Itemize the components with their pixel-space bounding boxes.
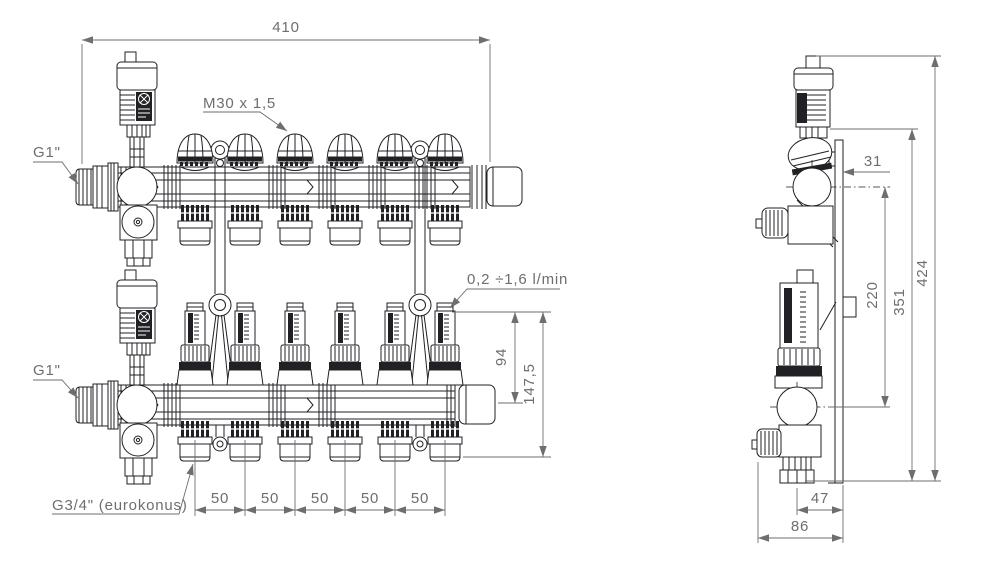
dim-meter-heights: 94 147,5 <box>452 311 551 458</box>
supply-end-assembly <box>75 51 158 267</box>
side-drain-outlet <box>751 424 822 484</box>
side-flow-meter <box>774 269 823 389</box>
label-outlet-thread: G3/4" (eurokonus) <box>52 463 194 515</box>
dim-axes-spacing: 220 <box>828 187 890 408</box>
overall-depth-dim-text: 86 <box>791 518 809 535</box>
meter-to-axis-dim-text: 94 <box>493 348 510 366</box>
side-view: 31 220 351 424 47 86 <box>751 55 941 543</box>
axis-to-wall-dim-text: 31 <box>864 153 882 170</box>
dim-overall-width: 410 <box>81 19 491 164</box>
spacing-dim-5: 50 <box>411 490 429 507</box>
spacing-dim-4: 50 <box>361 490 379 507</box>
side-air-vent <box>793 55 834 139</box>
axes-spacing-dim-text: 220 <box>864 281 881 308</box>
dim-overall-depth: 86 <box>757 462 843 543</box>
dim-axis-to-wall: 31 <box>843 153 890 176</box>
dim-bracket-height: 351 <box>805 128 941 482</box>
side-valve-body <box>755 205 834 245</box>
label-valve-thread: M30 x 1,5 <box>203 95 288 132</box>
return-end-assembly <box>75 269 158 485</box>
spacing-dim-1: 50 <box>211 490 229 507</box>
overall-height-dim-text: 424 <box>914 259 931 286</box>
flow-scale-text: 0,2 ÷1,6 l/min <box>467 271 568 288</box>
dim-outlet-spacing: 50 50 50 50 50 <box>194 440 446 516</box>
supply-thread-text: G1" <box>33 144 61 161</box>
label-flow-scale: 0,2 ÷1,6 l/min <box>449 271 568 309</box>
outlet-to-wall-dim-text: 47 <box>811 490 829 507</box>
dim-overall-height: 424 <box>816 55 941 481</box>
return-bar <box>117 382 496 428</box>
meter-to-outlet-dim-text: 147,5 <box>521 363 538 405</box>
valve-thread-text: M30 x 1,5 <box>203 95 276 112</box>
label-return-thread: G1" <box>33 362 79 399</box>
front-view: 410 M30 x 1,5 G1" G1" 0,2 ÷1,6 l/min 94 … <box>33 19 568 516</box>
supply-outlets <box>177 204 463 246</box>
overall-width-dim-text: 410 <box>272 19 299 36</box>
spacing-dim-3: 50 <box>311 490 329 507</box>
bracket-height-dim-text: 351 <box>891 288 908 315</box>
outlet-thread-text: G3/4" (eurokonus) <box>52 497 188 514</box>
return-end-plug <box>458 384 496 425</box>
supply-end-plug <box>486 166 523 207</box>
dim-outlet-to-wall: 47 <box>796 485 844 543</box>
label-supply-thread: G1" <box>33 144 79 185</box>
supply-bar <box>117 164 523 210</box>
spacing-dim-2: 50 <box>261 490 279 507</box>
return-thread-text: G1" <box>33 362 61 379</box>
